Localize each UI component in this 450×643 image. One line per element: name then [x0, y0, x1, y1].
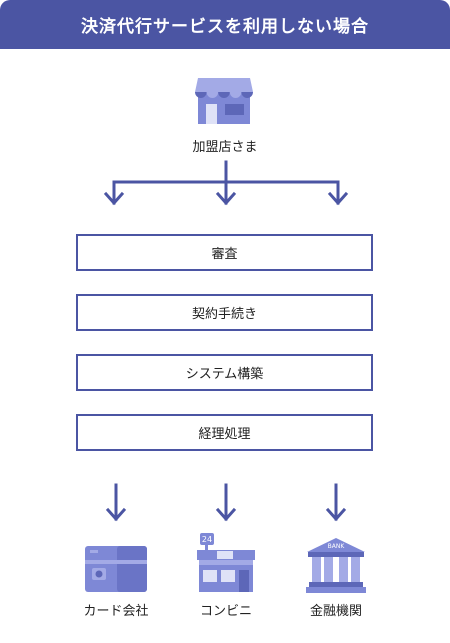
- step-system-build: システム構築: [76, 354, 373, 391]
- step-contract: 契約手続き: [76, 294, 373, 331]
- destination-label-convenience-store: コンビニ: [199, 604, 252, 619]
- page-title: 決済代行サービスを利用しない場合: [81, 17, 369, 37]
- step-label: システム構築: [185, 367, 264, 382]
- store-badge: 24: [201, 535, 213, 544]
- step-screening: 審査: [76, 234, 373, 271]
- merchant-label: 加盟店さま: [192, 140, 258, 155]
- step-label: 審査: [211, 247, 238, 262]
- arrow-bottom-left: [105, 507, 127, 522]
- destination-label-card-company: カード会社: [83, 604, 149, 619]
- arrow-bottom-right: [325, 507, 347, 522]
- header-banner: 決済代行サービスを利用しない場合: [0, 0, 450, 49]
- arrow-top-center: [215, 191, 237, 206]
- storefront-icon: [195, 78, 253, 124]
- destination-label-financial-institution: 金融機関: [309, 604, 362, 619]
- credit-card-icon: [85, 546, 147, 592]
- step-accounting: 経理処理: [76, 414, 373, 451]
- step-label: 経理処理: [198, 427, 251, 442]
- bank-icon: [306, 538, 366, 593]
- step-label: 契約手続き: [191, 307, 257, 322]
- arrow-top-left: [103, 191, 125, 206]
- arrow-bottom-center: [215, 507, 237, 522]
- convenience-store-icon: [197, 533, 255, 592]
- arrow-top-right: [327, 191, 349, 206]
- bank-sign: BANK: [327, 543, 345, 550]
